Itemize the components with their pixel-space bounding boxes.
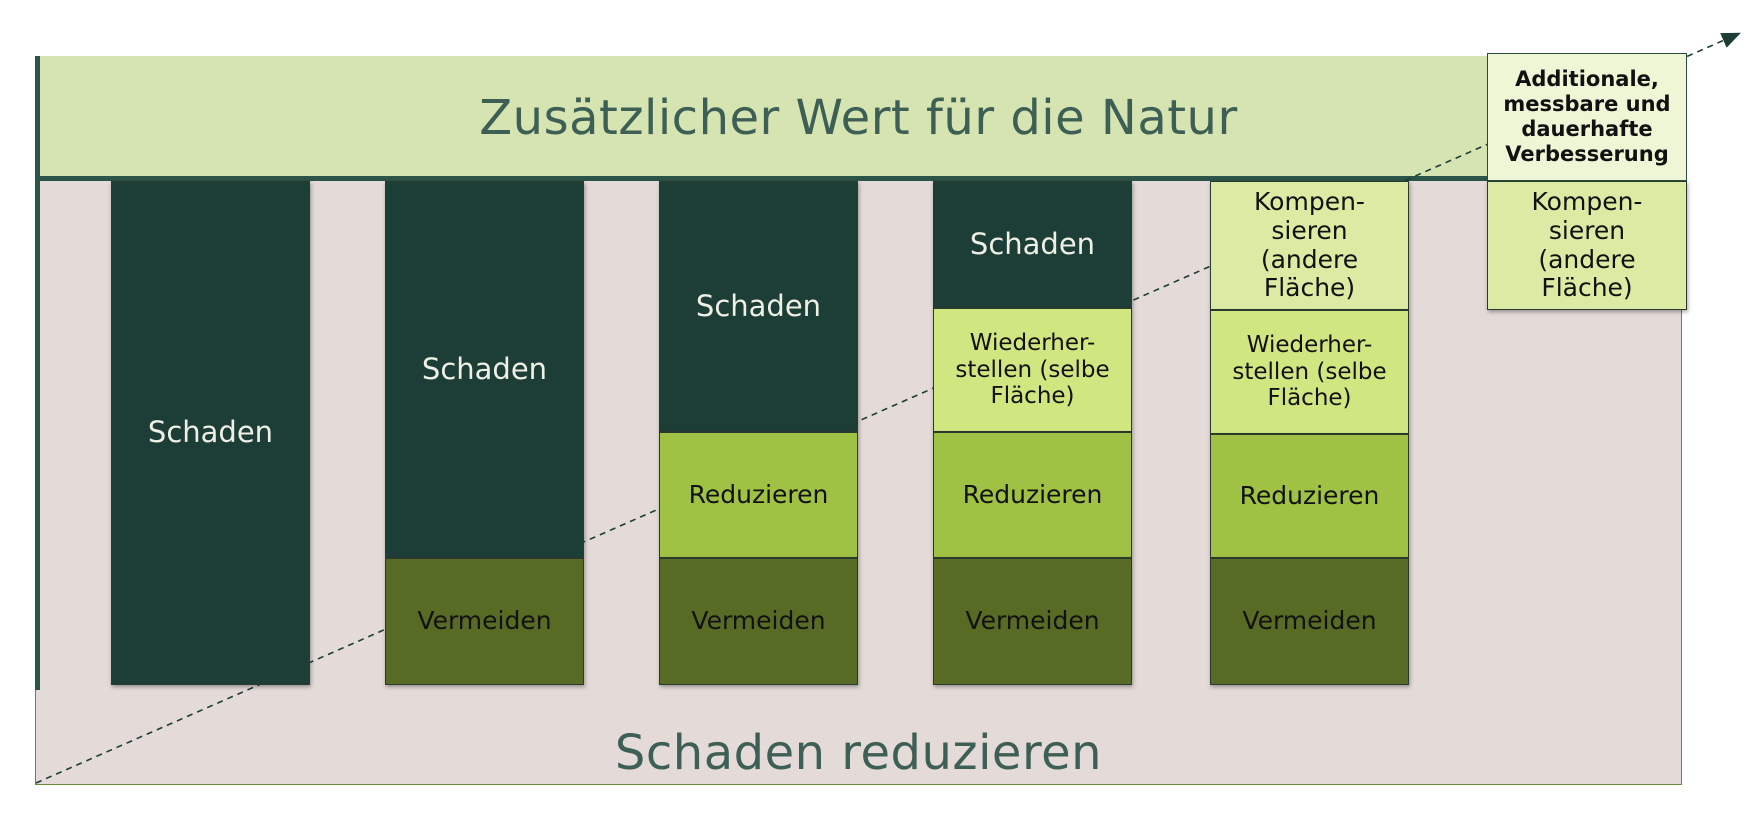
column-5-kompensieren: Kompen-sieren (andere Fläche) (1210, 181, 1409, 310)
block-label: Schaden (421, 351, 548, 386)
column-3-reduzieren: Reduzieren (659, 432, 858, 558)
block-label: Kompen-sieren (andere Fläche) (1531, 187, 1643, 303)
block-label: Vermeiden (1242, 606, 1377, 636)
column-5-reduzieren: Reduzieren (1210, 434, 1409, 558)
column-4-reduzieren: Reduzieren (933, 432, 1132, 558)
block-label: Reduzieren (1239, 480, 1380, 510)
block-label: Kompen-sieren (andere Fläche) (1254, 187, 1365, 303)
block-label: Wiederher-stellen (selbe Fläche) (1232, 332, 1387, 412)
column-5-wiederherstellen: Wiederher-stellen (selbe Fläche) (1210, 310, 1409, 434)
column-4-schaden: Schaden (933, 181, 1132, 308)
column-2-vermeiden: Vermeiden (385, 558, 584, 685)
block-label: Wiederher-stellen (selbe Fläche) (955, 330, 1110, 410)
block-label: Schaden (695, 288, 822, 323)
column-6-kompensieren: Kompen-sieren (andere Fläche) (1487, 181, 1687, 310)
block-label: Schaden (969, 226, 1096, 261)
band-divider (35, 176, 1682, 181)
top-band-title: Zusätzlicher Wert für die Natur (479, 90, 1238, 146)
block-label: Reduzieren (688, 479, 829, 509)
column-4-wiederherstellen: Wiederher-stellen (selbe Fläche) (933, 308, 1132, 432)
column-5-vermeiden: Vermeiden (1210, 558, 1409, 685)
block-label: Schaden (147, 415, 274, 450)
block-label: Vermeiden (965, 606, 1100, 636)
block-label: Vermeiden (691, 606, 826, 636)
column-3-schaden: Schaden (659, 181, 858, 432)
top-band (35, 56, 1682, 180)
block-label: Vermeiden (417, 606, 552, 636)
left-band-edge (35, 56, 40, 690)
bottom-band-title: Schaden reduzieren (614, 725, 1103, 781)
column-2-schaden: Schaden (385, 181, 584, 558)
column-3-vermeiden: Vermeiden (659, 558, 858, 685)
column-1-schaden: Schaden (111, 181, 310, 685)
box-label: Additionale, messbare und dauerhafte Ver… (1503, 66, 1671, 167)
block-label: Reduzieren (962, 479, 1103, 509)
additional-improvement-box: Additionale, messbare und dauerhafte Ver… (1487, 53, 1687, 181)
column-4-vermeiden: Vermeiden (933, 558, 1132, 685)
